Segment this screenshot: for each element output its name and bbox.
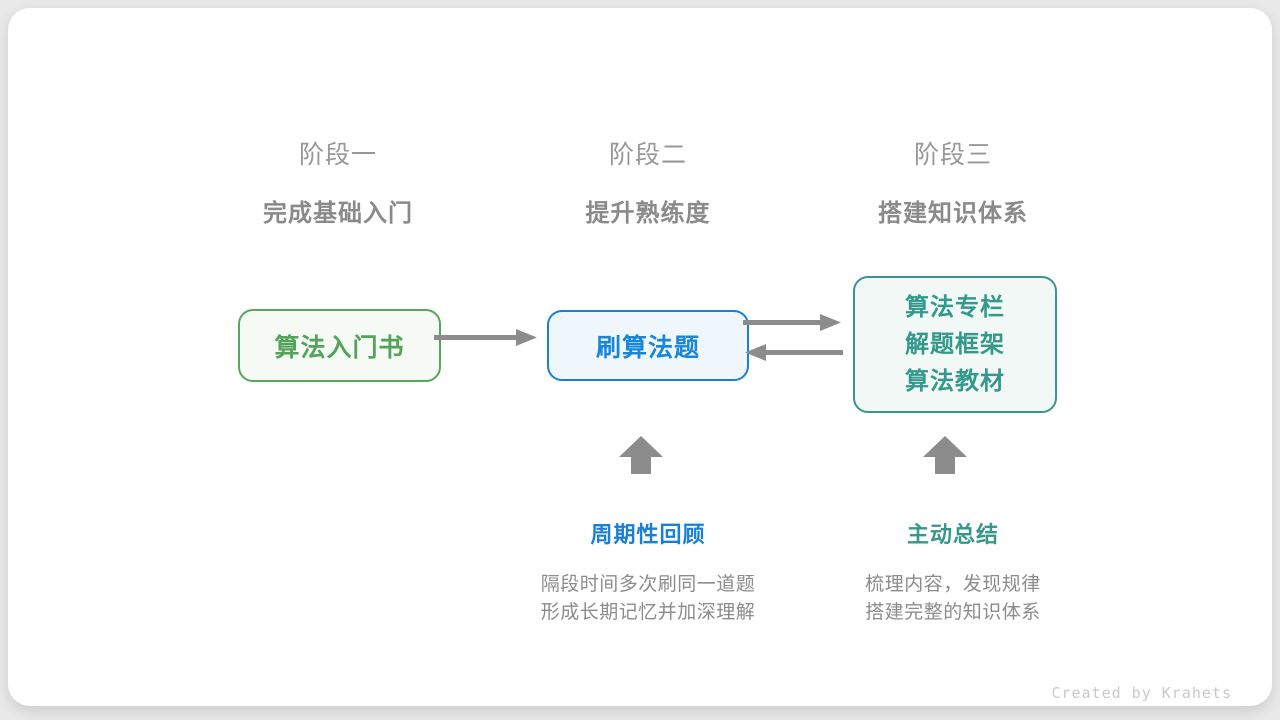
node-intro-book-label: 算法入门书 — [274, 333, 405, 362]
node-advanced-resources: 算法专栏 解题框架 算法教材 — [853, 276, 1057, 413]
stage-3-label: 阶段三 — [913, 141, 992, 169]
node-resources-line-2: 解题框架 — [905, 331, 1005, 358]
annotation-summarize-desc: 梳理内容，发现规律 搭建完整的知识体系 — [793, 571, 1113, 627]
node-practice-problems-label: 刷算法题 — [595, 333, 700, 362]
annotation-review-desc: 隔段时间多次刷同一道题 形成长期记忆并加深理解 — [488, 571, 808, 627]
annotation-summarize-title: 主动总结 — [906, 522, 999, 547]
credit-text: Created by Krahets — [1051, 684, 1232, 702]
annotation-review-title: 周期性回顾 — [590, 522, 706, 547]
node-intro-book: 算法入门书 — [238, 309, 441, 382]
stage-2-label: 阶段二 — [608, 141, 687, 169]
stage-2-subtitle: 提升熟练度 — [585, 200, 711, 227]
diagram-card: 阶段一 完成基础入门 阶段二 提升熟练度 阶段三 搭建知识体系 算法入门书 刷算… — [8, 8, 1272, 706]
annotation-summarize-desc-line-2: 搭建完整的知识体系 — [865, 602, 1041, 623]
node-resources-line-3: 算法教材 — [905, 368, 1005, 395]
node-practice-problems: 刷算法题 — [547, 310, 749, 381]
annotation-review-desc-line-2: 形成长期记忆并加深理解 — [540, 602, 756, 623]
stage-3-subtitle: 搭建知识体系 — [878, 200, 1028, 227]
stage-3-header: 阶段三 搭建知识体系 — [803, 135, 1103, 228]
annotation-summarize: 主动总结 梳理内容，发现规律 搭建完整的知识体系 — [793, 517, 1113, 627]
annotation-review: 周期性回顾 隔段时间多次刷同一道题 形成长期记忆并加深理解 — [488, 517, 808, 627]
annotation-review-desc-line-1: 隔段时间多次刷同一道题 — [540, 574, 756, 595]
stage-1-header: 阶段一 完成基础入门 — [188, 135, 488, 228]
stage-2-header: 阶段二 提升熟练度 — [498, 135, 798, 228]
annotation-summarize-desc-line-1: 梳理内容，发现规律 — [865, 574, 1041, 595]
node-resources-line-1: 算法专栏 — [905, 294, 1005, 321]
stage-1-label: 阶段一 — [298, 141, 377, 169]
stage-1-subtitle: 完成基础入门 — [263, 200, 413, 227]
